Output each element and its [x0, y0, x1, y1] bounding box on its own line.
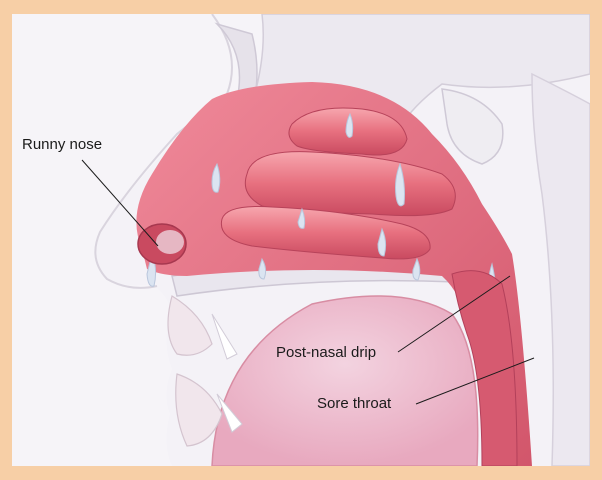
tongue [212, 296, 478, 466]
label-sore-throat: Sore throat [317, 395, 391, 412]
label-runny-nose: Runny nose [22, 136, 102, 153]
spine [532, 74, 590, 466]
label-post-nasal-drip: Post-nasal drip [276, 344, 376, 361]
upper-lip [168, 296, 212, 355]
illustration-panel: Runny nose Post-nasal drip Sore throat [12, 14, 590, 466]
sphenoid-bone [442, 89, 503, 164]
nasal-cavity-illustration [12, 14, 590, 466]
